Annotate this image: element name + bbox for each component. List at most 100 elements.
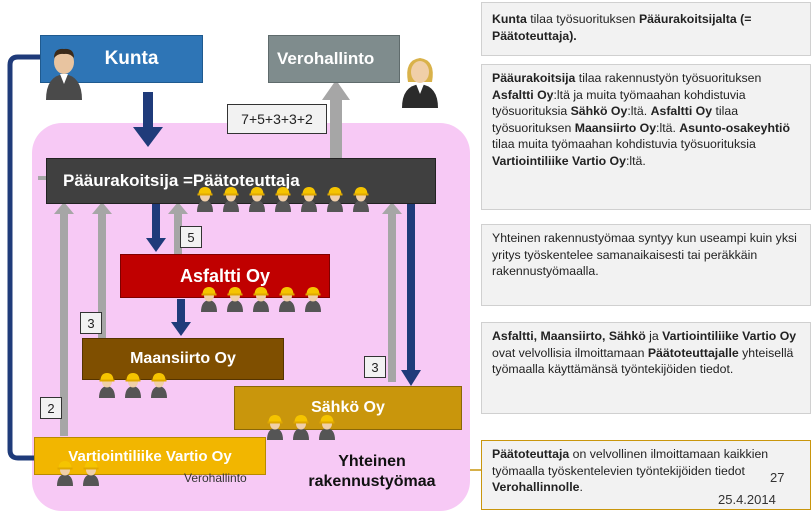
worker-icon: [98, 372, 116, 398]
worker-icon: [352, 186, 370, 212]
worker-icon: [124, 372, 142, 398]
sahko-up-arrow: [382, 202, 402, 214]
note-segment: :ltä.: [656, 120, 680, 135]
vartio-up-arrow: [54, 202, 74, 214]
workers-maansiirto: [98, 372, 178, 402]
verohallinto-box: Verohallinto: [268, 35, 400, 83]
connector-lines: [7, 54, 421, 465]
note-5-text: Päätoteuttaja on velvollinen ilmoittamaa…: [492, 447, 768, 494]
worker-icon: [82, 460, 100, 486]
footer-date: 25.4.2014: [718, 492, 776, 507]
worker-icon: [226, 286, 244, 312]
woman-icon: [402, 58, 438, 108]
num-maansiirto-text: 3: [87, 315, 95, 331]
paa-to-asfaltti-arrow: [146, 238, 166, 252]
note-segment: Verohallinnolle: [492, 480, 580, 494]
num-maansiirto: 3: [80, 312, 102, 334]
page-number: 27: [770, 470, 785, 485]
note-segment: Yhteinen rakennustyömaa syntyy kun useam…: [492, 231, 797, 278]
worker-icon: [196, 186, 214, 212]
worker-icon: [266, 414, 284, 440]
verohallinto-small-label: Verohallinto: [184, 471, 247, 485]
note-segment: ja: [645, 329, 663, 343]
num-asfaltti: 5: [180, 226, 202, 248]
paaurakoitsija-box: Pääurakoitsija =Päätoteuttaja: [46, 158, 436, 204]
note-segment: tilaa rakennustyön työsuorituksen: [575, 71, 762, 85]
vartio-label: Vartiointiliike Vartio Oy: [68, 447, 232, 465]
note-segment: on velvollinen ilmoittamaan kaikkien työ…: [492, 447, 769, 478]
note-segment: Maansiirto Oy: [574, 120, 657, 135]
vero-up-arrow: [322, 80, 350, 100]
note-segment: Asfaltti Oy: [492, 87, 554, 102]
worker-icon: [222, 186, 240, 212]
person-icon: [46, 48, 82, 100]
worker-icon: [56, 460, 74, 486]
sahko-label: Sähkö Oy: [311, 399, 385, 416]
note-segment: yhteisellä työmaalla käyttämänsä työntek…: [492, 345, 794, 377]
note-segment: Kunta: [492, 12, 527, 26]
note-1: Kunta tilaa työsuorituksen Pääurakoitsij…: [481, 2, 811, 56]
vartio-box: Vartiointiliike Vartio Oy: [34, 437, 266, 475]
num-vartio-text: 2: [47, 400, 55, 416]
note-segment: Pääurakoitsijalta (= Päätoteuttaja).: [492, 12, 752, 43]
diagram: Kunta Verohallinto 7+5+3+3+2 Pääurakoits…: [7, 35, 470, 511]
worksite-label: Yhteinen rakennustyömaa: [292, 452, 452, 492]
worker-icon: [304, 286, 322, 312]
num-vartio: 2: [40, 397, 62, 419]
num-sahko: 3: [364, 356, 386, 378]
note-2: Pääurakoitsija tilaa rakennustyön työsuo…: [481, 64, 811, 210]
maansiirto-box: Maansiirto Oy: [82, 338, 284, 380]
sahko-box: Sähkö Oy: [234, 386, 462, 430]
kunta-to-vartio-line: [7, 54, 40, 461]
worker-icon: [200, 286, 218, 312]
worker-icon: [274, 186, 292, 212]
note-segment: tilaa työsuorituksen: [492, 104, 739, 135]
note-segment: ovat velvollisia ilmoittamaan: [492, 345, 648, 360]
worker-icon: [326, 186, 344, 212]
worker-icon: [278, 286, 296, 312]
worker-icon: [318, 414, 336, 440]
workers-sahko: [266, 414, 346, 444]
asfaltti-up-arrow: [168, 202, 188, 214]
note-1-text: Kunta tilaa työsuorituksen Pääurakoitsij…: [492, 12, 751, 43]
worksite-label-line2: rakennustyömaa: [308, 473, 436, 490]
note-5: Päätoteuttaja on velvollinen ilmoittamaa…: [481, 440, 811, 510]
note-2-text: Pääurakoitsija tilaa rakennustyön työsuo…: [492, 71, 790, 168]
note-segment: Asfaltti, Maansiirto, Sähkö: [492, 329, 646, 343]
kunta-down-arrow: [133, 127, 163, 147]
worker-icon: [150, 372, 168, 398]
maansiirto-up-arrow: [92, 202, 112, 214]
note-segment: Vartiointiliike Vartio Oy: [492, 153, 626, 168]
asfaltti-to-maansiirto-arrow: [171, 322, 191, 336]
num-sahko-text: 3: [371, 359, 379, 375]
note-4: Asfaltti, Maansiirto, Sähkö ja Vartioint…: [481, 322, 811, 414]
note-segment: Asfaltti Oy: [650, 104, 713, 118]
num-asfaltti-text: 5: [187, 229, 195, 245]
sum-box: 7+5+3+3+2: [227, 104, 327, 134]
note-segment: Asunto-osakeyhtiö: [679, 120, 790, 135]
worksite-label-line1: Yhteinen: [338, 453, 406, 470]
note-segment: tilaa muita työmaahan kohdistuvia työsuo…: [492, 137, 756, 151]
note-3-text: Yhteinen rakennustyömaa syntyy kun useam…: [492, 231, 797, 278]
workers-vartio: [56, 460, 116, 490]
workers-asfaltti: [200, 286, 322, 316]
note-segment: Pääurakoitsija: [492, 71, 576, 85]
verohallinto-label: Verohallinto: [277, 49, 375, 68]
note-4-text: Asfaltti, Maansiirto, Sähkö ja Vartioint…: [492, 329, 796, 376]
paaurakoitsija-label: Pääurakoitsija =Päätoteuttaja: [63, 171, 300, 190]
sum-box-text: 7+5+3+3+2: [241, 111, 313, 127]
kunta-label: Kunta: [104, 48, 159, 69]
note-segment: Sähkö Oy: [570, 104, 628, 118]
note-segment: Päätoteuttaja: [492, 447, 570, 461]
worker-icon: [300, 186, 318, 212]
worker-icon: [292, 414, 310, 440]
paa-to-sahko-arrow: [401, 370, 421, 386]
note-segment: Vartiointiliike Vartio Oy: [662, 329, 797, 343]
note-3: Yhteinen rakennustyömaa syntyy kun useam…: [481, 224, 811, 306]
worker-icon: [252, 286, 270, 312]
note-segment: :ltä.: [625, 153, 646, 168]
note-segment: tilaa työsuorituksen: [526, 12, 639, 26]
asfaltti-box: Asfaltti Oy: [120, 254, 330, 298]
maansiirto-label: Maansiirto Oy: [130, 350, 236, 367]
note-segment: :ltä ja muita työmaahan kohdistuvia työs…: [492, 87, 746, 119]
